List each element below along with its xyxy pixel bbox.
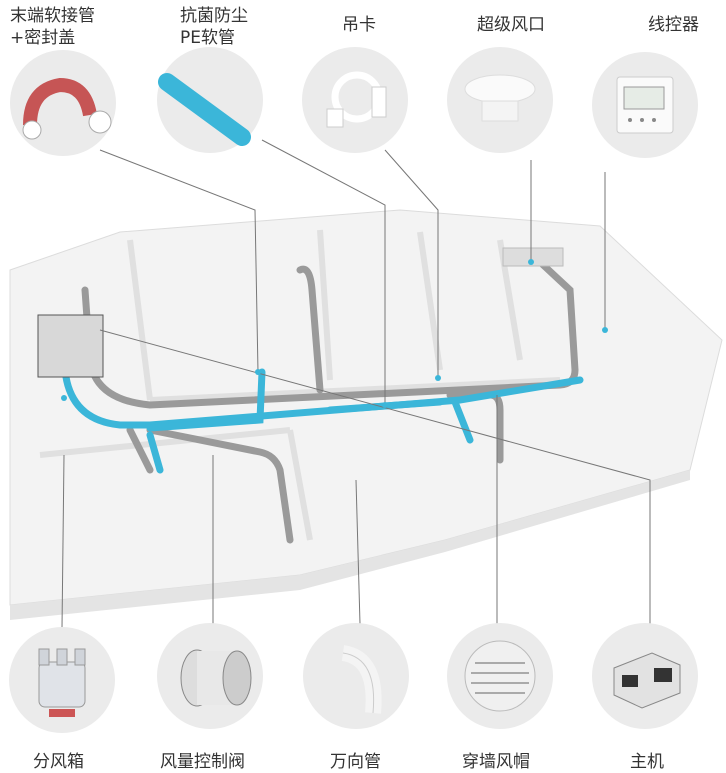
leader-lines <box>61 139 651 629</box>
label-air-volume-valve: 风量控制阀 <box>160 752 245 772</box>
universal-elbow-icon <box>303 623 409 729</box>
house-base <box>10 470 690 620</box>
label-controller: 线控器 <box>648 15 699 35</box>
main-unit-icon <box>592 623 698 729</box>
air-diffuser-icon <box>447 47 553 153</box>
pipe-clamp-icon <box>302 47 408 153</box>
flexible-duct-with-cap-icon <box>10 50 116 156</box>
air-volume-valve-icon <box>157 623 263 729</box>
label-wall-vent-cap: 穿墙风帽 <box>462 752 530 772</box>
label-pipe-clamp: 吊卡 <box>342 15 376 35</box>
ceiling-vent <box>502 247 564 267</box>
fresh-air-pipe <box>61 366 584 429</box>
main-unit-in-plan <box>37 314 104 378</box>
wired-controller-icon <box>592 52 698 158</box>
label-diffuser: 超级风口 <box>477 15 545 35</box>
label-main-unit: 主机 <box>630 752 664 772</box>
label-distribution-box: 分风箱 <box>33 752 84 772</box>
pe-hose-icon <box>157 47 263 153</box>
exhaust-pipe <box>296 265 324 394</box>
label-flex-duct: 末端软接管+密封盖 <box>10 6 95 48</box>
distribution-box-icon <box>9 627 115 733</box>
exhaust-pipe <box>126 426 294 544</box>
fresh-air-pipe <box>146 368 474 474</box>
wall-vent-cap-icon <box>447 623 553 729</box>
label-universal-elbow: 万向管 <box>330 752 381 772</box>
